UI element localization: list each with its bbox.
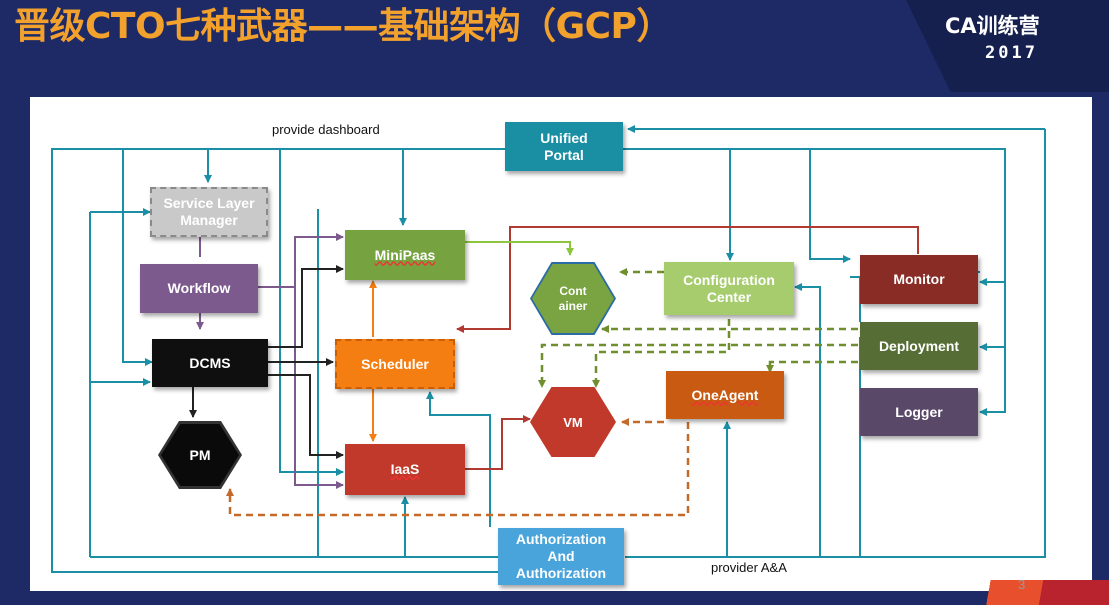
- oneagent-label: OneAgent: [691, 386, 759, 403]
- dcms-label: DCMS: [189, 354, 231, 371]
- page-number: 3: [1018, 577, 1026, 592]
- connector-layer: [51, 125, 1046, 573]
- unified-portal-node: Unified Portal: [505, 122, 623, 171]
- slide-title: 晋级CTO七种武器——基础架构（GCP）: [14, 6, 672, 47]
- service-layer-manager-node: Service Layer Manager: [150, 187, 268, 237]
- brand-logo-text: CA训练营: [945, 14, 1040, 38]
- configuration-center-node: Configuration Center: [664, 262, 794, 315]
- diagram-canvas: provide dashboard provider A&A Unified P…: [30, 97, 1092, 591]
- brand-year: 2017: [985, 43, 1038, 63]
- scheduler-node: Scheduler: [335, 339, 455, 389]
- workflow-node: Workflow: [140, 264, 258, 313]
- brand-logo: CA训练营: [945, 12, 1085, 40]
- container-label: Cont ainer: [558, 283, 588, 313]
- authorization-label: Authorization And Authorization: [515, 531, 607, 581]
- minipaas-node: MiniPaas: [345, 230, 465, 280]
- minipaas-label: MiniPaas: [374, 246, 436, 263]
- dcms-node: DCMS: [152, 339, 268, 387]
- oneagent-node: OneAgent: [666, 371, 784, 419]
- corner-decoration: [938, 580, 1109, 605]
- iaas-label: IaaS: [390, 461, 420, 477]
- vm-label: VM: [563, 414, 583, 430]
- monitor-label: Monitor: [893, 271, 945, 287]
- service-layer-manager-label: Service Layer Manager: [163, 195, 255, 228]
- logger-node: Logger: [860, 388, 978, 436]
- logger-label: Logger: [895, 403, 943, 420]
- pm-node: PM: [158, 421, 242, 489]
- unified-portal-label: Unified Portal: [540, 129, 588, 163]
- authorization-node: Authorization And Authorization: [498, 528, 624, 585]
- scheduler-label: Scheduler: [361, 355, 429, 372]
- configuration-center-label: Configuration Center: [683, 271, 775, 305]
- iaas-node: IaaS: [345, 444, 465, 495]
- provide-dashboard-label: provide dashboard: [272, 122, 380, 137]
- provider-aa-label: provider A&A: [711, 560, 787, 575]
- deployment-label: Deployment: [878, 337, 960, 354]
- monitor-node: Monitor: [860, 255, 978, 304]
- workflow-label: Workflow: [167, 280, 231, 296]
- pm-label: PM: [189, 447, 211, 463]
- deployment-node: Deployment: [860, 322, 978, 370]
